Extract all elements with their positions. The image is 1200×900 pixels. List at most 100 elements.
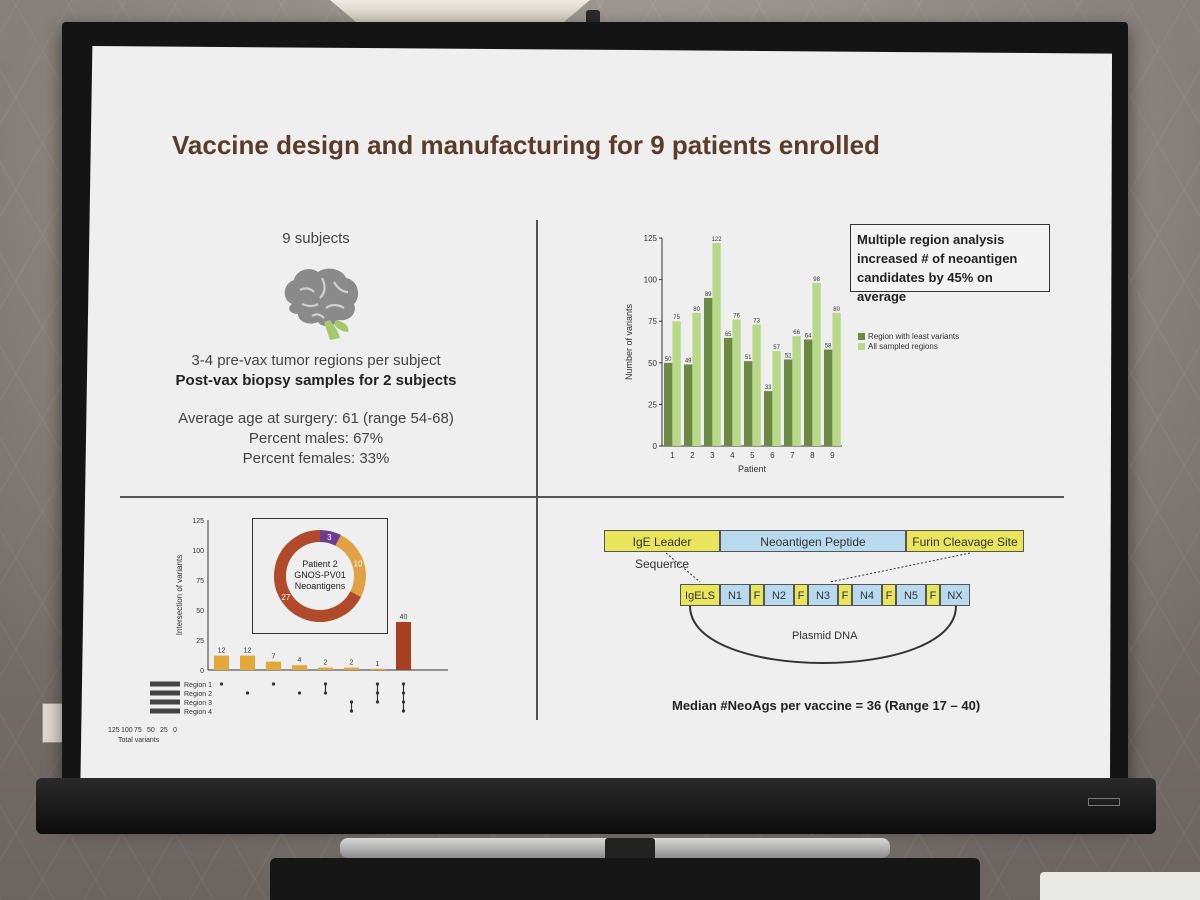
subjects-count: 9 subjects (282, 230, 350, 247)
upset-dot (375, 700, 380, 704)
upset-bar (396, 622, 411, 670)
legend-swatch-all (858, 343, 865, 350)
plasmid-segment-f: F (794, 584, 808, 606)
upset-y-tick: 125 (192, 518, 204, 525)
set-axis-tick: 0 (173, 727, 177, 734)
upset-dot (297, 691, 302, 695)
bar-value-label: 76 (733, 314, 740, 320)
upset-dot (375, 691, 380, 695)
plasmid-segment-f: F (750, 584, 764, 606)
y-tick-label: 0 (653, 442, 658, 451)
plasmid-segment-f: F (926, 584, 940, 606)
y-tick-label: 125 (644, 234, 658, 243)
legend-item-all: All sampled regions (858, 342, 959, 352)
bar-value-label: 75 (673, 315, 680, 321)
y-axis-label: Number of variants (624, 303, 634, 380)
set-label: Region 3 (184, 700, 212, 707)
bar-value-label: 80 (693, 307, 700, 313)
set-label: Region 1 (184, 682, 212, 689)
set-axis-tick: 75 (134, 727, 142, 734)
plasmid-segment-igels: IgELS (680, 584, 720, 606)
set-size-bar (150, 690, 180, 696)
upset-dot (401, 700, 406, 704)
wall-outlet (42, 703, 64, 743)
projected-slide: Vaccine design and manufacturing for 9 p… (80, 46, 1112, 806)
legend-label-all: All sampled regions (868, 342, 938, 351)
set-size-bar (150, 708, 180, 714)
bar-all-patient-3 (712, 242, 721, 446)
x-tick-label: 3 (710, 451, 715, 460)
biopsy-samples: Post-vax biopsy samples for 2 subjects (175, 372, 457, 389)
upset-dot (245, 691, 250, 695)
upset-bar-label: 2 (350, 660, 354, 667)
set-label: Region 2 (184, 691, 212, 698)
donut-slice-label: 3 (327, 533, 332, 542)
legend-label-least: Region with least variants (868, 332, 960, 341)
percent-males: Percent males: 67% (248, 430, 384, 447)
bar-value-label: 80 (833, 307, 840, 313)
donut-slice (335, 535, 366, 597)
bar-least-patient-5 (744, 361, 753, 446)
neoantigen-peptide-segment: Neoantigen Peptide (720, 530, 906, 552)
bar-value-label: 73 (753, 319, 760, 325)
bar-value-label: 51 (745, 355, 752, 361)
upset-dot (401, 709, 406, 713)
bar-value-label: 57 (773, 345, 780, 351)
x-tick-label: 7 (790, 451, 795, 460)
bar-value-label: 65 (725, 332, 732, 338)
upset-bar-label: 1 (376, 661, 380, 668)
median-neoags: Median #NeoAgs per vaccine = 36 (Range 1… (672, 698, 981, 713)
plasmid-segment-n4: N4 (852, 584, 882, 606)
x-tick-label: 6 (770, 451, 775, 460)
upset-bar-label: 12 (244, 648, 252, 655)
bar-least-patient-4 (724, 337, 733, 446)
bar-value-label: 64 (805, 334, 812, 340)
upset-bar-label: 12 (218, 648, 226, 655)
set-axis-tick: 100 (121, 727, 133, 734)
plasmid-segment-f: F (882, 584, 896, 606)
callout-box: Multiple region analysis increased # of … (850, 224, 1050, 304)
bar-value-label: 66 (793, 330, 800, 336)
x-tick-label: 9 (830, 451, 835, 460)
upset-dot (271, 682, 276, 686)
construct-connector-lines (665, 552, 971, 583)
donut-caption: Patient 2 GNOS-PV01 Neoantigens (290, 559, 350, 592)
x-tick-label: 2 (690, 451, 695, 460)
upset-y-label: Intersection of variants (175, 555, 184, 635)
bar-least-patient-8 (804, 339, 813, 446)
y-tick-label: 100 (644, 276, 658, 285)
set-axis-tick: 125 (108, 727, 120, 734)
plasmid-segment-nx: NX (940, 584, 970, 606)
bar-value-label: 98 (813, 277, 820, 283)
set-size-bar (150, 681, 180, 687)
upset-bar (344, 667, 359, 670)
bar-value-label: 58 (825, 343, 832, 349)
bar-value-label: 122 (712, 237, 723, 243)
bar-all-patient-1 (672, 321, 681, 446)
set-size-bar (150, 699, 180, 705)
bar-value-label: 52 (785, 353, 792, 359)
upset-bar-label: 4 (298, 657, 302, 664)
regions-per-subject: 3-4 pre-vax tumor regions per subject (191, 352, 441, 369)
x-tick-label: 1 (670, 451, 675, 460)
donut-line-2: GNOS-PV01 (294, 570, 346, 580)
bar-all-patient-6 (772, 351, 781, 446)
bar-least-patient-3 (704, 297, 713, 446)
y-tick-label: 75 (648, 317, 657, 326)
average-age: Average age at surgery: 61 (range 54-68) (178, 410, 454, 427)
x-tick-label: 8 (810, 451, 815, 460)
upset-bar-label: 7 (272, 654, 276, 661)
legend-item-least: Region with least variants (858, 332, 959, 342)
upset-bar (370, 668, 385, 670)
donut-slice-label: 10 (354, 560, 363, 569)
upset-y-tick: 50 (196, 608, 204, 615)
upset-y-tick: 100 (192, 548, 204, 555)
donut-line-3: Neoantigens (294, 581, 346, 591)
upset-bar (318, 667, 333, 670)
bar-value-label: 89 (705, 292, 712, 298)
upset-bar-label: 40 (400, 614, 408, 621)
quadrant-divider-horizontal (120, 496, 1064, 498)
upset-bar (266, 661, 281, 670)
